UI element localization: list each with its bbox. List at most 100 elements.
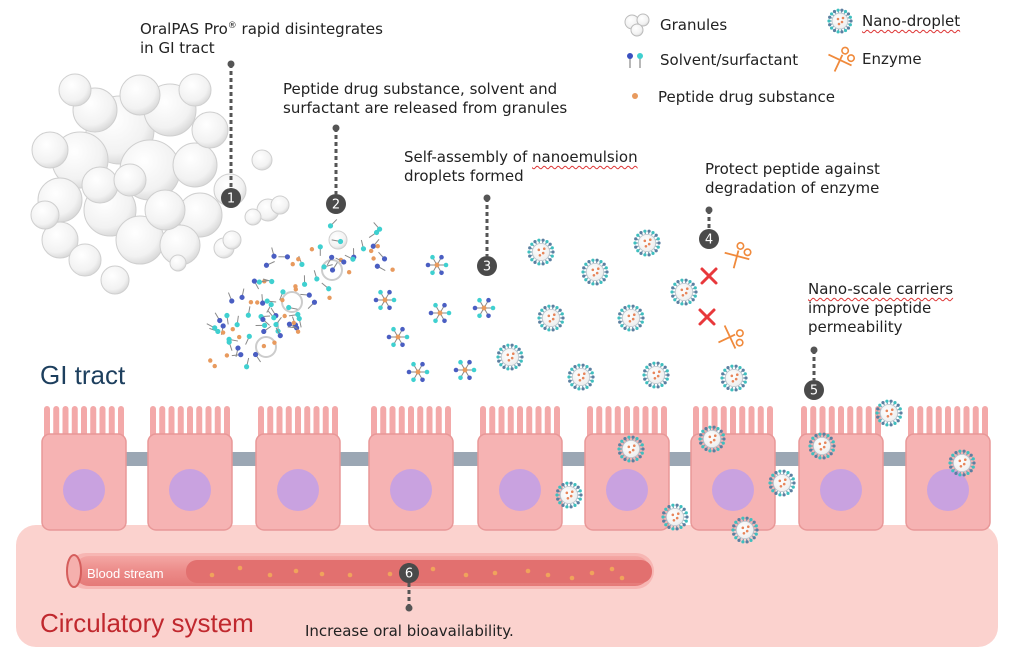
surfactant bbox=[327, 218, 339, 230]
peptide-dot bbox=[268, 573, 273, 578]
peptide-dot bbox=[231, 327, 235, 331]
legend-peptide-icon bbox=[632, 93, 638, 99]
granule bbox=[252, 150, 272, 170]
peptide-dot bbox=[282, 314, 286, 318]
surfactant bbox=[256, 323, 268, 328]
legend-granules: Granules bbox=[660, 16, 727, 34]
peptide-dot bbox=[249, 300, 253, 304]
granule bbox=[271, 196, 289, 214]
epithelial-layer bbox=[42, 406, 990, 530]
step2-text: Peptide drug substance, solvent and surf… bbox=[283, 80, 567, 118]
peptide-dot bbox=[493, 571, 498, 576]
epithelial-cell bbox=[906, 406, 990, 530]
surfactant bbox=[243, 357, 251, 369]
step3-text: Self-assembly of nanoemulsion droplets f… bbox=[404, 148, 638, 186]
step1-line1b: rapid disintegrates bbox=[237, 20, 383, 38]
nucleus bbox=[499, 469, 541, 511]
peptide-dot bbox=[526, 569, 531, 574]
surfactant bbox=[370, 238, 381, 250]
surfactant bbox=[377, 250, 389, 262]
surfactant bbox=[278, 254, 290, 259]
surfactant bbox=[302, 275, 307, 287]
peptide-dot bbox=[272, 340, 276, 344]
peptide-dot bbox=[570, 576, 575, 581]
peptide-dot bbox=[464, 573, 469, 578]
micelle-cluster bbox=[429, 303, 452, 323]
step1-line2: in GI tract bbox=[140, 39, 215, 57]
step6-text: Increase oral bioavailability. bbox=[305, 622, 514, 640]
surfactant bbox=[226, 292, 235, 305]
epithelial-cell bbox=[585, 406, 669, 530]
peptide-dot bbox=[294, 287, 298, 291]
enzyme bbox=[718, 324, 746, 350]
surfactant bbox=[320, 281, 332, 292]
step1-text: OralPAS Pro® rapid disintegrates in GI t… bbox=[140, 17, 383, 58]
granule bbox=[69, 244, 101, 276]
nucleus bbox=[390, 469, 432, 511]
nano-droplet bbox=[527, 239, 554, 266]
surfactant bbox=[239, 288, 246, 300]
surfactant bbox=[274, 326, 284, 339]
nano-droplet bbox=[567, 364, 594, 391]
granule bbox=[82, 167, 118, 203]
step4-line1: Protect peptide against bbox=[705, 160, 880, 178]
blood-stream-label: Blood stream bbox=[87, 566, 164, 581]
step-number: 5 bbox=[810, 384, 818, 399]
peptide-dot bbox=[208, 358, 212, 362]
granule bbox=[192, 112, 228, 148]
granule bbox=[114, 164, 146, 196]
tight-junction bbox=[336, 452, 373, 466]
granule bbox=[170, 255, 186, 271]
step3-line1a: Self-assembly of bbox=[404, 148, 532, 166]
peptide-dot bbox=[280, 298, 284, 302]
step-pin: 4 bbox=[699, 207, 719, 250]
released-particles bbox=[206, 218, 496, 382]
surfactant bbox=[306, 299, 318, 311]
peptide-dot bbox=[620, 576, 625, 581]
circulatory-label: Circulatory system bbox=[40, 608, 254, 639]
surfactant bbox=[206, 321, 219, 331]
legend-nano: Nano-droplet bbox=[862, 12, 960, 30]
nucleus bbox=[712, 469, 754, 511]
nano-droplet bbox=[670, 279, 697, 306]
step-pin: 2 bbox=[326, 125, 346, 215]
nano-droplet bbox=[633, 230, 660, 257]
epithelial-cell bbox=[148, 406, 232, 530]
step5-line1: Nano-scale carriers bbox=[808, 280, 953, 298]
nano-droplet bbox=[642, 362, 669, 389]
peptide-dot bbox=[225, 353, 229, 357]
gi-tract-label: GI tract bbox=[40, 360, 125, 391]
peptide-dot bbox=[238, 566, 243, 571]
step1-sup: ® bbox=[228, 21, 237, 31]
micelle-cluster bbox=[387, 327, 410, 347]
granule bbox=[101, 266, 129, 294]
granule bbox=[179, 74, 211, 106]
surfactant bbox=[259, 294, 265, 306]
granule bbox=[173, 143, 217, 187]
step4-line2: degradation of enzyme bbox=[705, 179, 879, 197]
peptide-dot bbox=[294, 569, 299, 574]
peptide-dot bbox=[296, 330, 300, 334]
step2-line2: surfactant are released from granules bbox=[283, 99, 567, 117]
micelle-cluster bbox=[426, 255, 449, 275]
epithelial-cell bbox=[478, 406, 562, 530]
peptide-dot bbox=[390, 268, 394, 272]
peptide-dot bbox=[213, 364, 217, 368]
granule bbox=[223, 231, 241, 249]
surfactant bbox=[300, 292, 312, 298]
step1-line1: OralPAS Pro bbox=[140, 20, 228, 38]
peptide-dot bbox=[310, 247, 314, 251]
epithelial-cell bbox=[799, 406, 883, 530]
nano-droplet bbox=[537, 305, 564, 332]
peptide-dot bbox=[210, 573, 215, 578]
legend-peptide: Peptide drug substance bbox=[658, 88, 835, 106]
peptide-dot bbox=[431, 567, 436, 572]
nano-droplet bbox=[617, 305, 644, 332]
empty-granule bbox=[256, 337, 276, 357]
peptide-dot bbox=[255, 300, 259, 304]
surfactant bbox=[312, 270, 320, 283]
surfactant bbox=[232, 352, 244, 358]
surfactant bbox=[256, 278, 268, 285]
peptide-dot bbox=[388, 572, 393, 577]
